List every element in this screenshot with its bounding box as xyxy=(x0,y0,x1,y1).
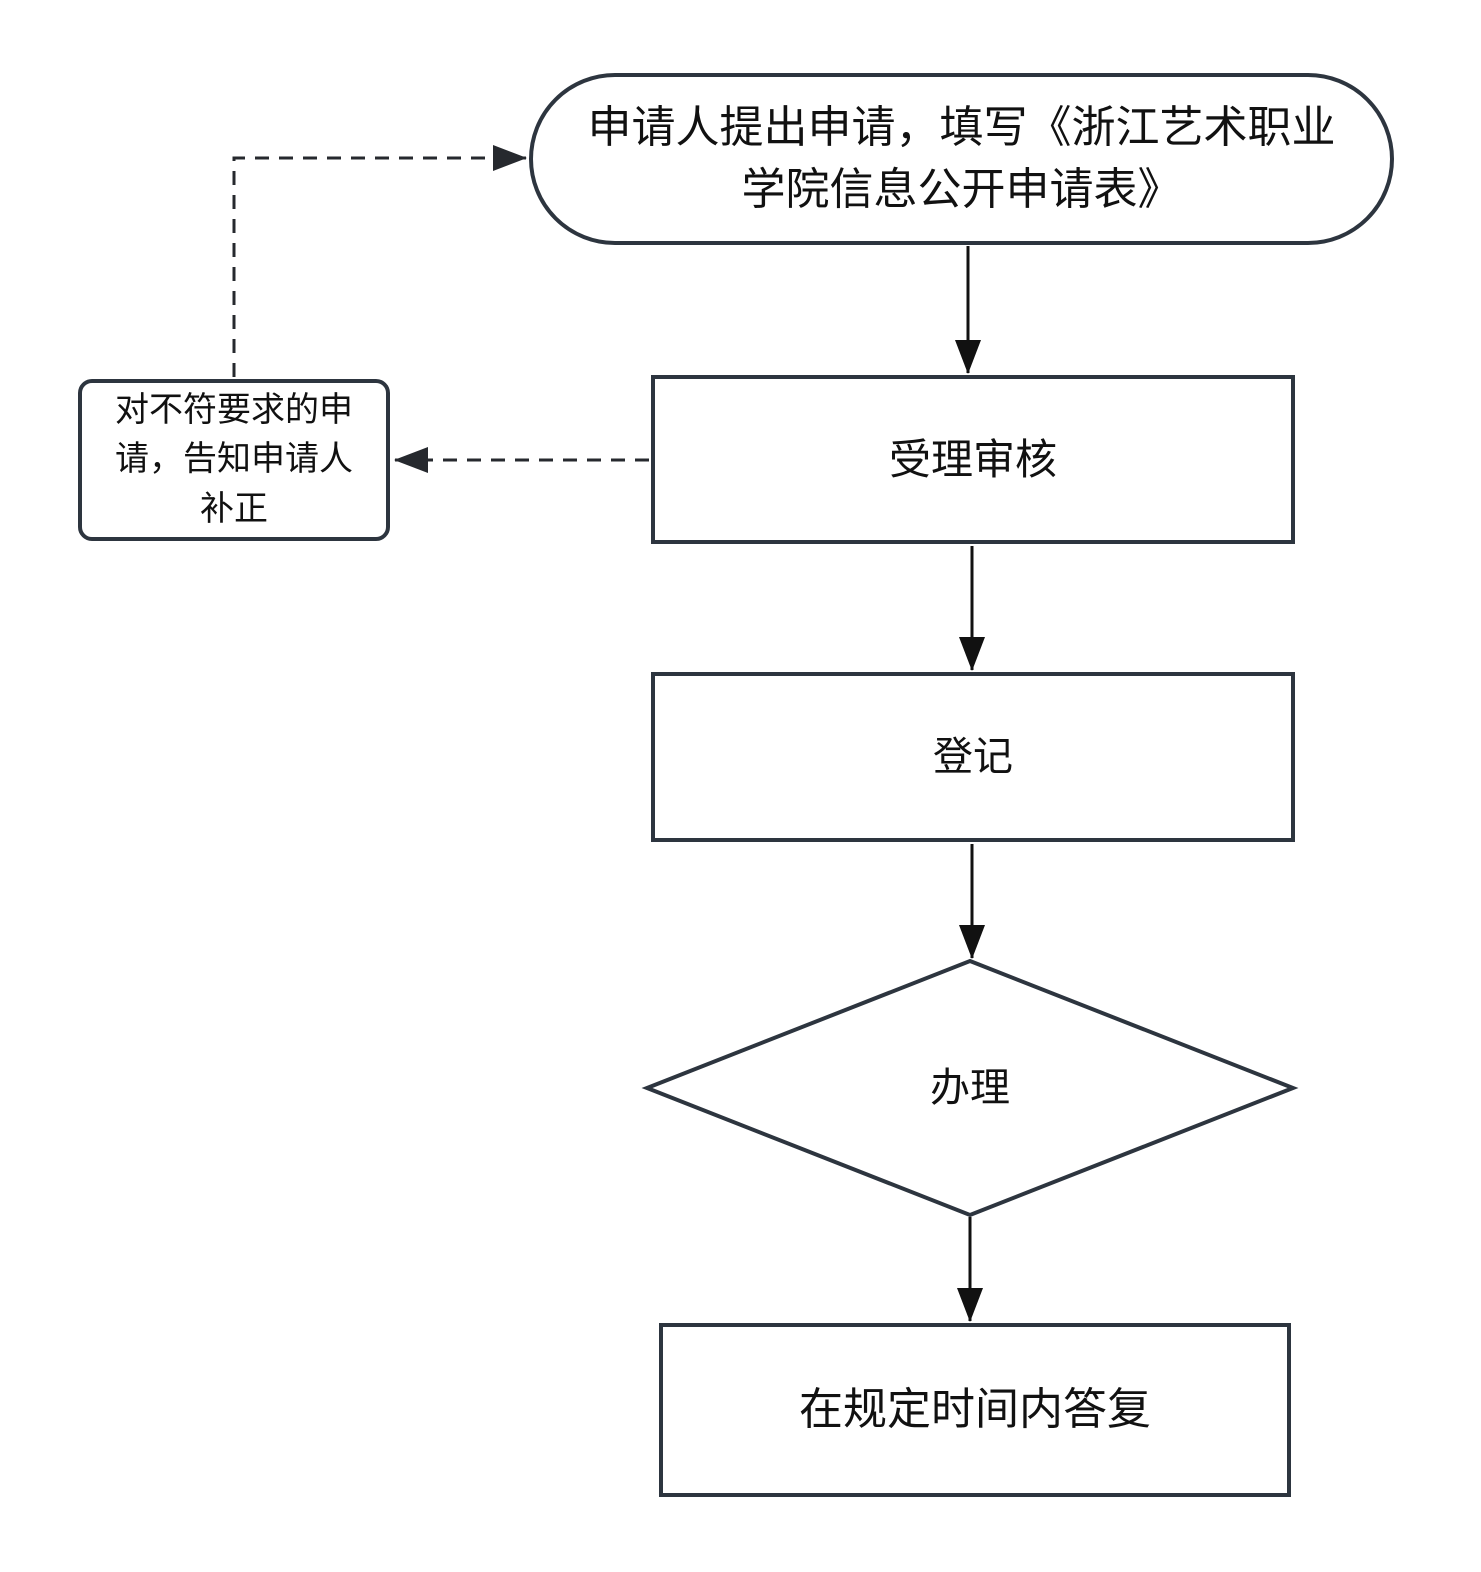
node-apply-label: 申请人提出申请，填写《浙江艺术职业学院信息公开申请表》 xyxy=(587,102,1336,214)
node-register-label: 登记 xyxy=(933,734,1013,779)
decision-diamond-shape xyxy=(641,958,1299,1218)
node-review-label: 受理审核 xyxy=(888,435,1057,483)
node-review-process: 受理审核 xyxy=(651,375,1295,544)
node-reply-label: 在规定时间内答复 xyxy=(799,1384,1151,1434)
node-correction-notice: 对不符要求的申请，告知申请人补正 xyxy=(78,379,390,541)
node-register-process: 登记 xyxy=(651,672,1295,842)
edge-correction-apply xyxy=(232,145,527,377)
node-apply-terminator: 申请人提出申请，填写《浙江艺术职业学院信息公开申请表》 xyxy=(529,73,1394,245)
node-reply-process: 在规定时间内答复 xyxy=(659,1323,1291,1497)
node-correction-label: 对不符要求的申请，告知申请人补正 xyxy=(115,391,353,528)
